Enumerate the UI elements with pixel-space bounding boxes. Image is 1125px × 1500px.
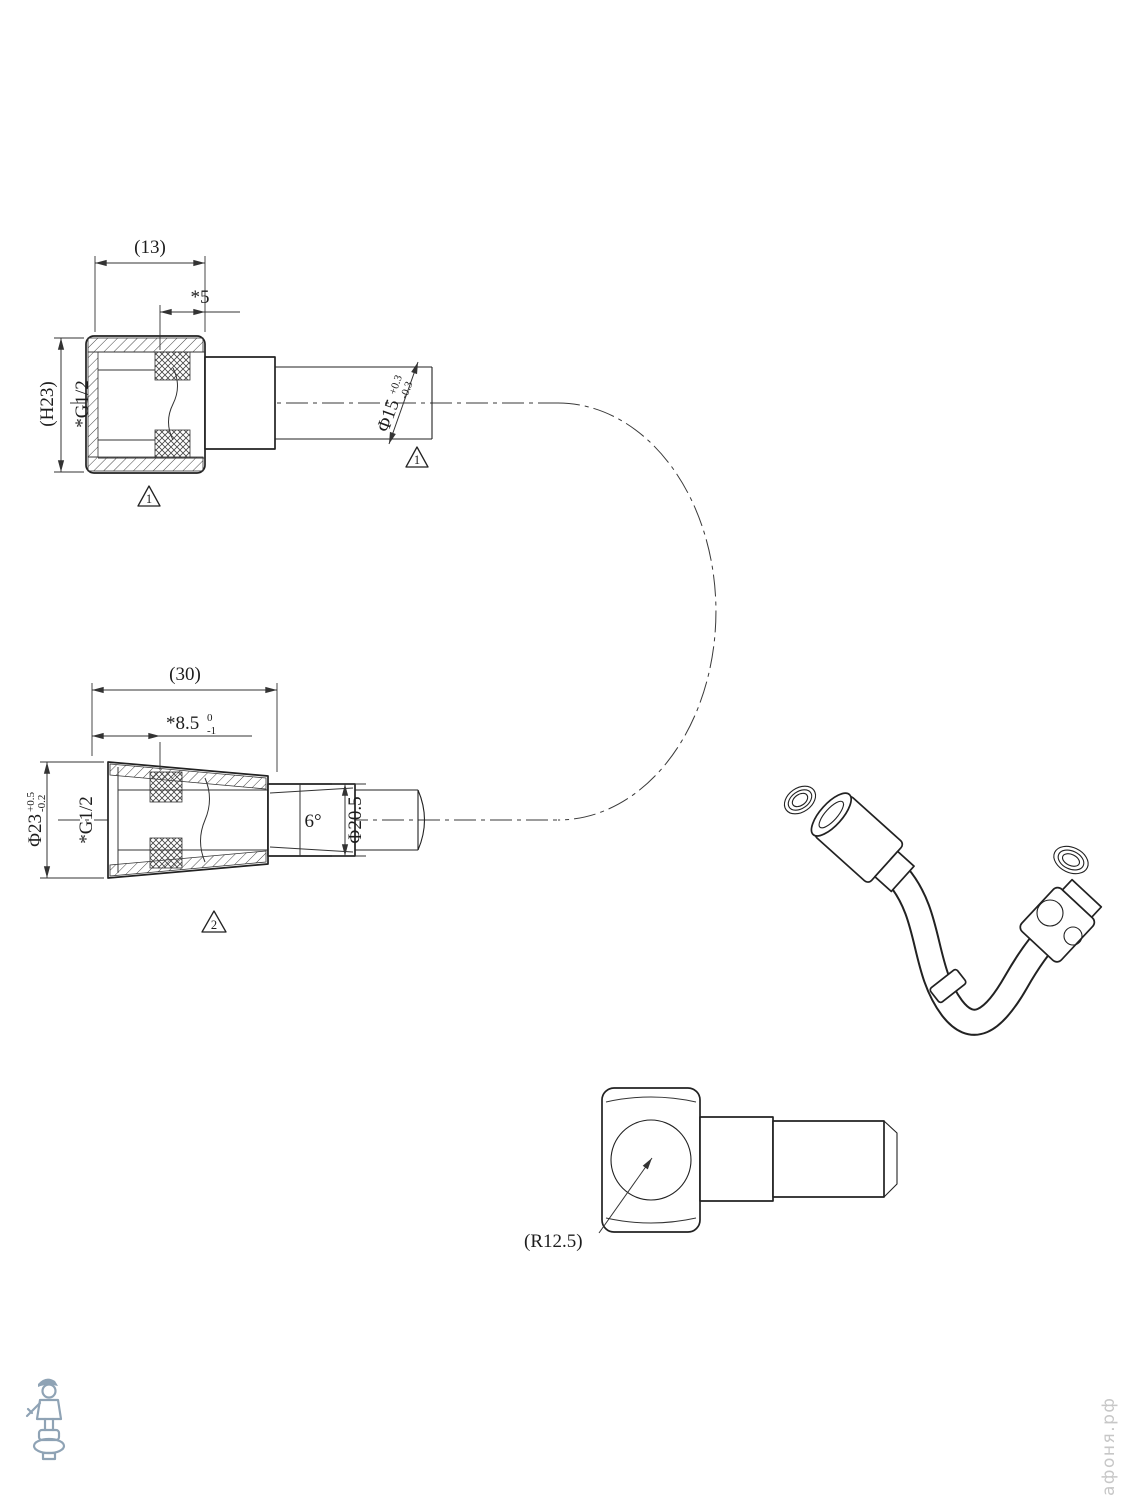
dim-13-label: (13) (134, 237, 166, 258)
dim-85-tol-lower: -1 (207, 725, 216, 737)
elbow-side-pipe (699, 1116, 774, 1202)
dim-h23-label: (H23) (37, 381, 58, 426)
note-triangle-1-right: 1 (405, 446, 429, 468)
dia-23-label: Φ23 (25, 814, 46, 847)
note-1-left-number: 1 (146, 492, 152, 506)
cap-nut-section-view: (13) *5 (H23) *G1/2 Φ15 +0.3 -0.3 1 (37, 237, 558, 507)
hose-cone-connector (810, 792, 915, 893)
cone-section-view: (30) *8.5 0 -1 Φ23 +0.5 -0.2 *G1/2 6° Φ2… (25, 664, 558, 933)
mid-section-outline (267, 783, 356, 857)
dim-85-label: *8.5 (166, 713, 199, 734)
gasket-section-top (154, 351, 191, 381)
elbow-fitting-view: (R12.5) (524, 1087, 898, 1252)
washer-gasket-right (1053, 845, 1089, 875)
elbow-side-pipe-2 (772, 1120, 885, 1198)
note-1-right-number: 1 (414, 453, 420, 467)
cone-gasket-bottom (149, 837, 183, 869)
cone-gasket-top (149, 771, 183, 803)
plumber-logo-icon (25, 1378, 66, 1461)
nut-wall-hatch-left (87, 351, 99, 458)
gasket-section-bottom (154, 429, 191, 459)
nut-wall-hatch-top (87, 337, 204, 353)
hose-assembly-pictorial (783, 785, 1103, 1036)
dim-85-tol-upper: 0 (207, 712, 213, 724)
note-triangle-1-left: 1 (137, 485, 161, 507)
dia-23-tol-upper: +0.5 (25, 792, 37, 812)
note-triangle-2: 2 (201, 910, 227, 933)
cone-break-line (200, 777, 210, 863)
pipe-step-outline (204, 356, 276, 450)
dia-15-tol-lower: -0.3 (398, 380, 415, 401)
washer-gasket-left (783, 785, 817, 815)
cone-wall-hatch-bottom (109, 850, 267, 877)
nut-hole-large (1036, 899, 1064, 927)
dia-23-tol-lower: -0.2 (36, 795, 48, 812)
nut-wall-hatch-bottom (87, 456, 204, 472)
hose-joint-band (929, 968, 967, 1004)
note-2-number: 2 (211, 918, 217, 932)
thread-g12-label-top: *G1/2 (72, 380, 93, 428)
elbow-tip-chamfer (883, 1120, 898, 1198)
elbow-bore-circle (610, 1119, 692, 1201)
nozzle-dome (417, 789, 426, 851)
radius-r125-label: (R12.5) (524, 1231, 583, 1252)
dia-205-label: Φ20.5 (345, 796, 366, 843)
dim-30-label: (30) (169, 664, 201, 685)
centerline-arc (557, 402, 717, 821)
thread-g12-label-cone: *G1/2 (76, 796, 97, 844)
hose-tube-inner (886, 864, 1064, 1034)
dim-5-label: *5 (191, 287, 210, 308)
cone-wall-hatch-top (109, 763, 267, 790)
cone-outline (107, 761, 269, 879)
nut-hole-small (1063, 926, 1083, 946)
watermark-text: афоня.рф (1099, 1397, 1119, 1496)
dia-15-label: Φ15 (373, 397, 404, 435)
taper-angle-label: 6° (304, 811, 321, 832)
material-break-line (168, 367, 178, 441)
